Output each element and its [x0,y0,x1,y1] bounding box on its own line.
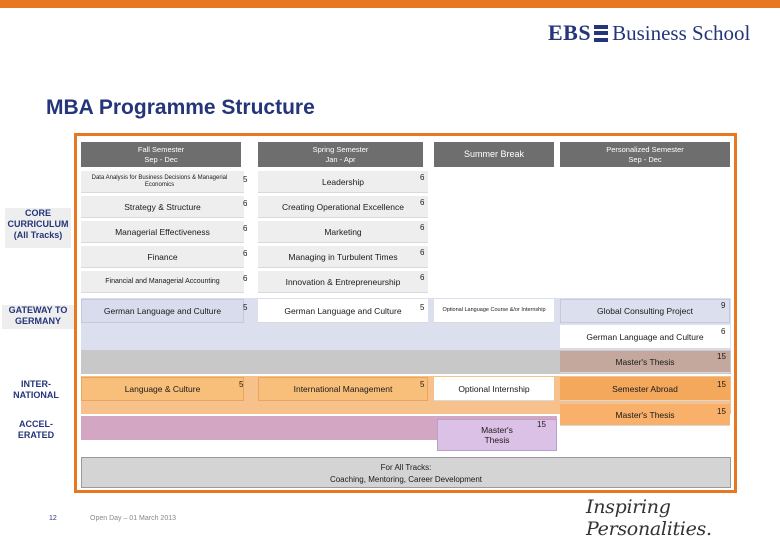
all-tracks-banner: For All Tracks: Coaching, Mentoring, Car… [81,457,731,488]
credits: 5 [420,380,425,389]
course-label: Optional Language Course &/or Internship [442,307,546,313]
logo-name-text: Business School [612,20,751,45]
header-summer-title: Summer Break [463,149,525,159]
course-optional-internship: Optional Internship [434,377,554,401]
credits: 15 [537,420,546,429]
programme-grid: Fall Semester Sep - Dec Spring Semester … [74,133,737,493]
header-personalized-title: Personalized Semester [606,145,684,154]
course-leadership: Leadership [258,171,428,193]
course-marketing: Marketing [258,221,428,243]
course-data-analysis: Data Analysis for Business Decisions & M… [81,171,244,193]
course-label: German Language and Culture [103,306,222,316]
header-personalized-dates: Sep - Dec [628,155,662,164]
course-label: Master's Thesis [615,356,675,367]
credits: 6 [721,327,726,336]
header-spring-semester: Spring Semester Jan - Apr [258,142,423,167]
credits: 6 [243,274,248,283]
all-tracks-title: For All Tracks: [380,463,432,472]
credits: 6 [243,249,248,258]
credits: 6 [420,223,425,232]
course-label: Optional Internship [458,383,530,394]
credits: 15 [717,380,726,389]
course-language-culture: Language & Culture [81,377,244,401]
footer-note: Open Day – 01 March 2013 [90,515,176,522]
course-label: Semester Abroad [612,383,678,394]
credits: 6 [420,198,425,207]
credits: 6 [420,173,425,182]
course-label: German Language and Culture [284,305,402,316]
header-spring-dates: Jan - Apr [325,155,356,164]
course-german-spring: German Language and Culture [258,299,428,323]
course-label: Data Analysis for Business Decisions & M… [91,174,228,188]
course-label: Master's Thesis [615,409,675,420]
course-label: Innovation & Entrepreneurship [285,276,401,287]
course-german-fall: German Language and Culture [81,299,244,323]
credits: 5 [243,303,248,312]
credits: 5 [239,380,244,389]
page-number: 12 [49,515,57,522]
side-label-accelerated: ACCEL- ERATED [5,419,67,447]
side-label-core: CORE CURRICULUM (All Tracks) [5,208,71,248]
course-label: Strategy & Structure [124,201,201,212]
course-label: Marketing [324,226,362,237]
course-label: Managerial Effectiveness [115,226,210,237]
logo-ebs-text: EBS [548,20,592,45]
header-fall-dates: Sep - Dec [144,155,178,164]
course-optional-language: Optional Language Course &/or Internship [434,299,554,323]
course-masters-thesis-international: Master's Thesis [560,404,730,426]
credits: 6 [243,224,248,233]
credits: 5 [243,175,248,184]
course-label: International Management [293,384,393,394]
course-strategy-structure: Strategy & Structure [81,196,244,218]
course-global-consulting: Global Consulting Project [560,299,730,323]
side-label-international: INTER- NATIONAL [5,379,67,407]
side-label-gateway: GATEWAY TO GERMANY [2,305,74,329]
course-innovation: Innovation & Entrepreneurship [258,271,428,293]
all-tracks-description: Coaching, Mentoring, Career Development [329,475,483,484]
ebs-logo: EBS Business School [548,20,750,46]
credits: 6 [243,199,248,208]
course-financial-accounting: Financial and Managerial Accounting [81,271,244,293]
header-spring-title: Spring Semester [312,145,369,154]
course-international-management: International Management [258,377,428,401]
credits: 6 [420,273,425,282]
course-german-personalized: German Language and Culture [560,325,730,349]
credits: 6 [420,248,425,257]
header-fall-title: Fall Semester [137,145,185,154]
top-accent-bar [0,0,780,8]
course-masters-thesis-gateway: Master's Thesis [560,351,730,373]
course-label: German Language and Culture [586,331,704,342]
course-label: Master's Thesis [481,425,513,445]
course-managerial-effectiveness: Managerial Effectiveness [81,221,244,243]
course-finance: Finance [81,246,244,268]
header-fall-semester: Fall Semester Sep - Dec [81,142,241,167]
course-masters-thesis-accelerated: Master's Thesis [437,419,557,451]
logo-bars-icon [594,24,609,42]
course-operational-excellence: Creating Operational Excellence [258,196,428,218]
header-personalized-semester: Personalized Semester Sep - Dec [560,142,730,167]
course-label: Creating Operational Excellence [282,201,404,212]
tagline: Inspiring Personalities. [586,496,712,540]
credits: 9 [721,301,726,310]
credits: 15 [717,407,726,416]
course-label: Global Consulting Project [597,306,693,316]
course-label: Managing in Turbulent Times [288,251,398,262]
page-title: MBA Programme Structure [46,96,315,119]
header-summer-break: Summer Break [434,142,554,167]
credits: 15 [717,352,726,361]
course-label: Financial and Managerial Accounting [105,277,220,285]
course-label: Finance [147,251,178,262]
credits: 5 [420,303,425,312]
course-semester-abroad: Semester Abroad [560,377,730,401]
course-turbulent-times: Managing in Turbulent Times [258,246,428,268]
course-label: Leadership [321,176,365,187]
course-label: Language & Culture [124,384,201,394]
